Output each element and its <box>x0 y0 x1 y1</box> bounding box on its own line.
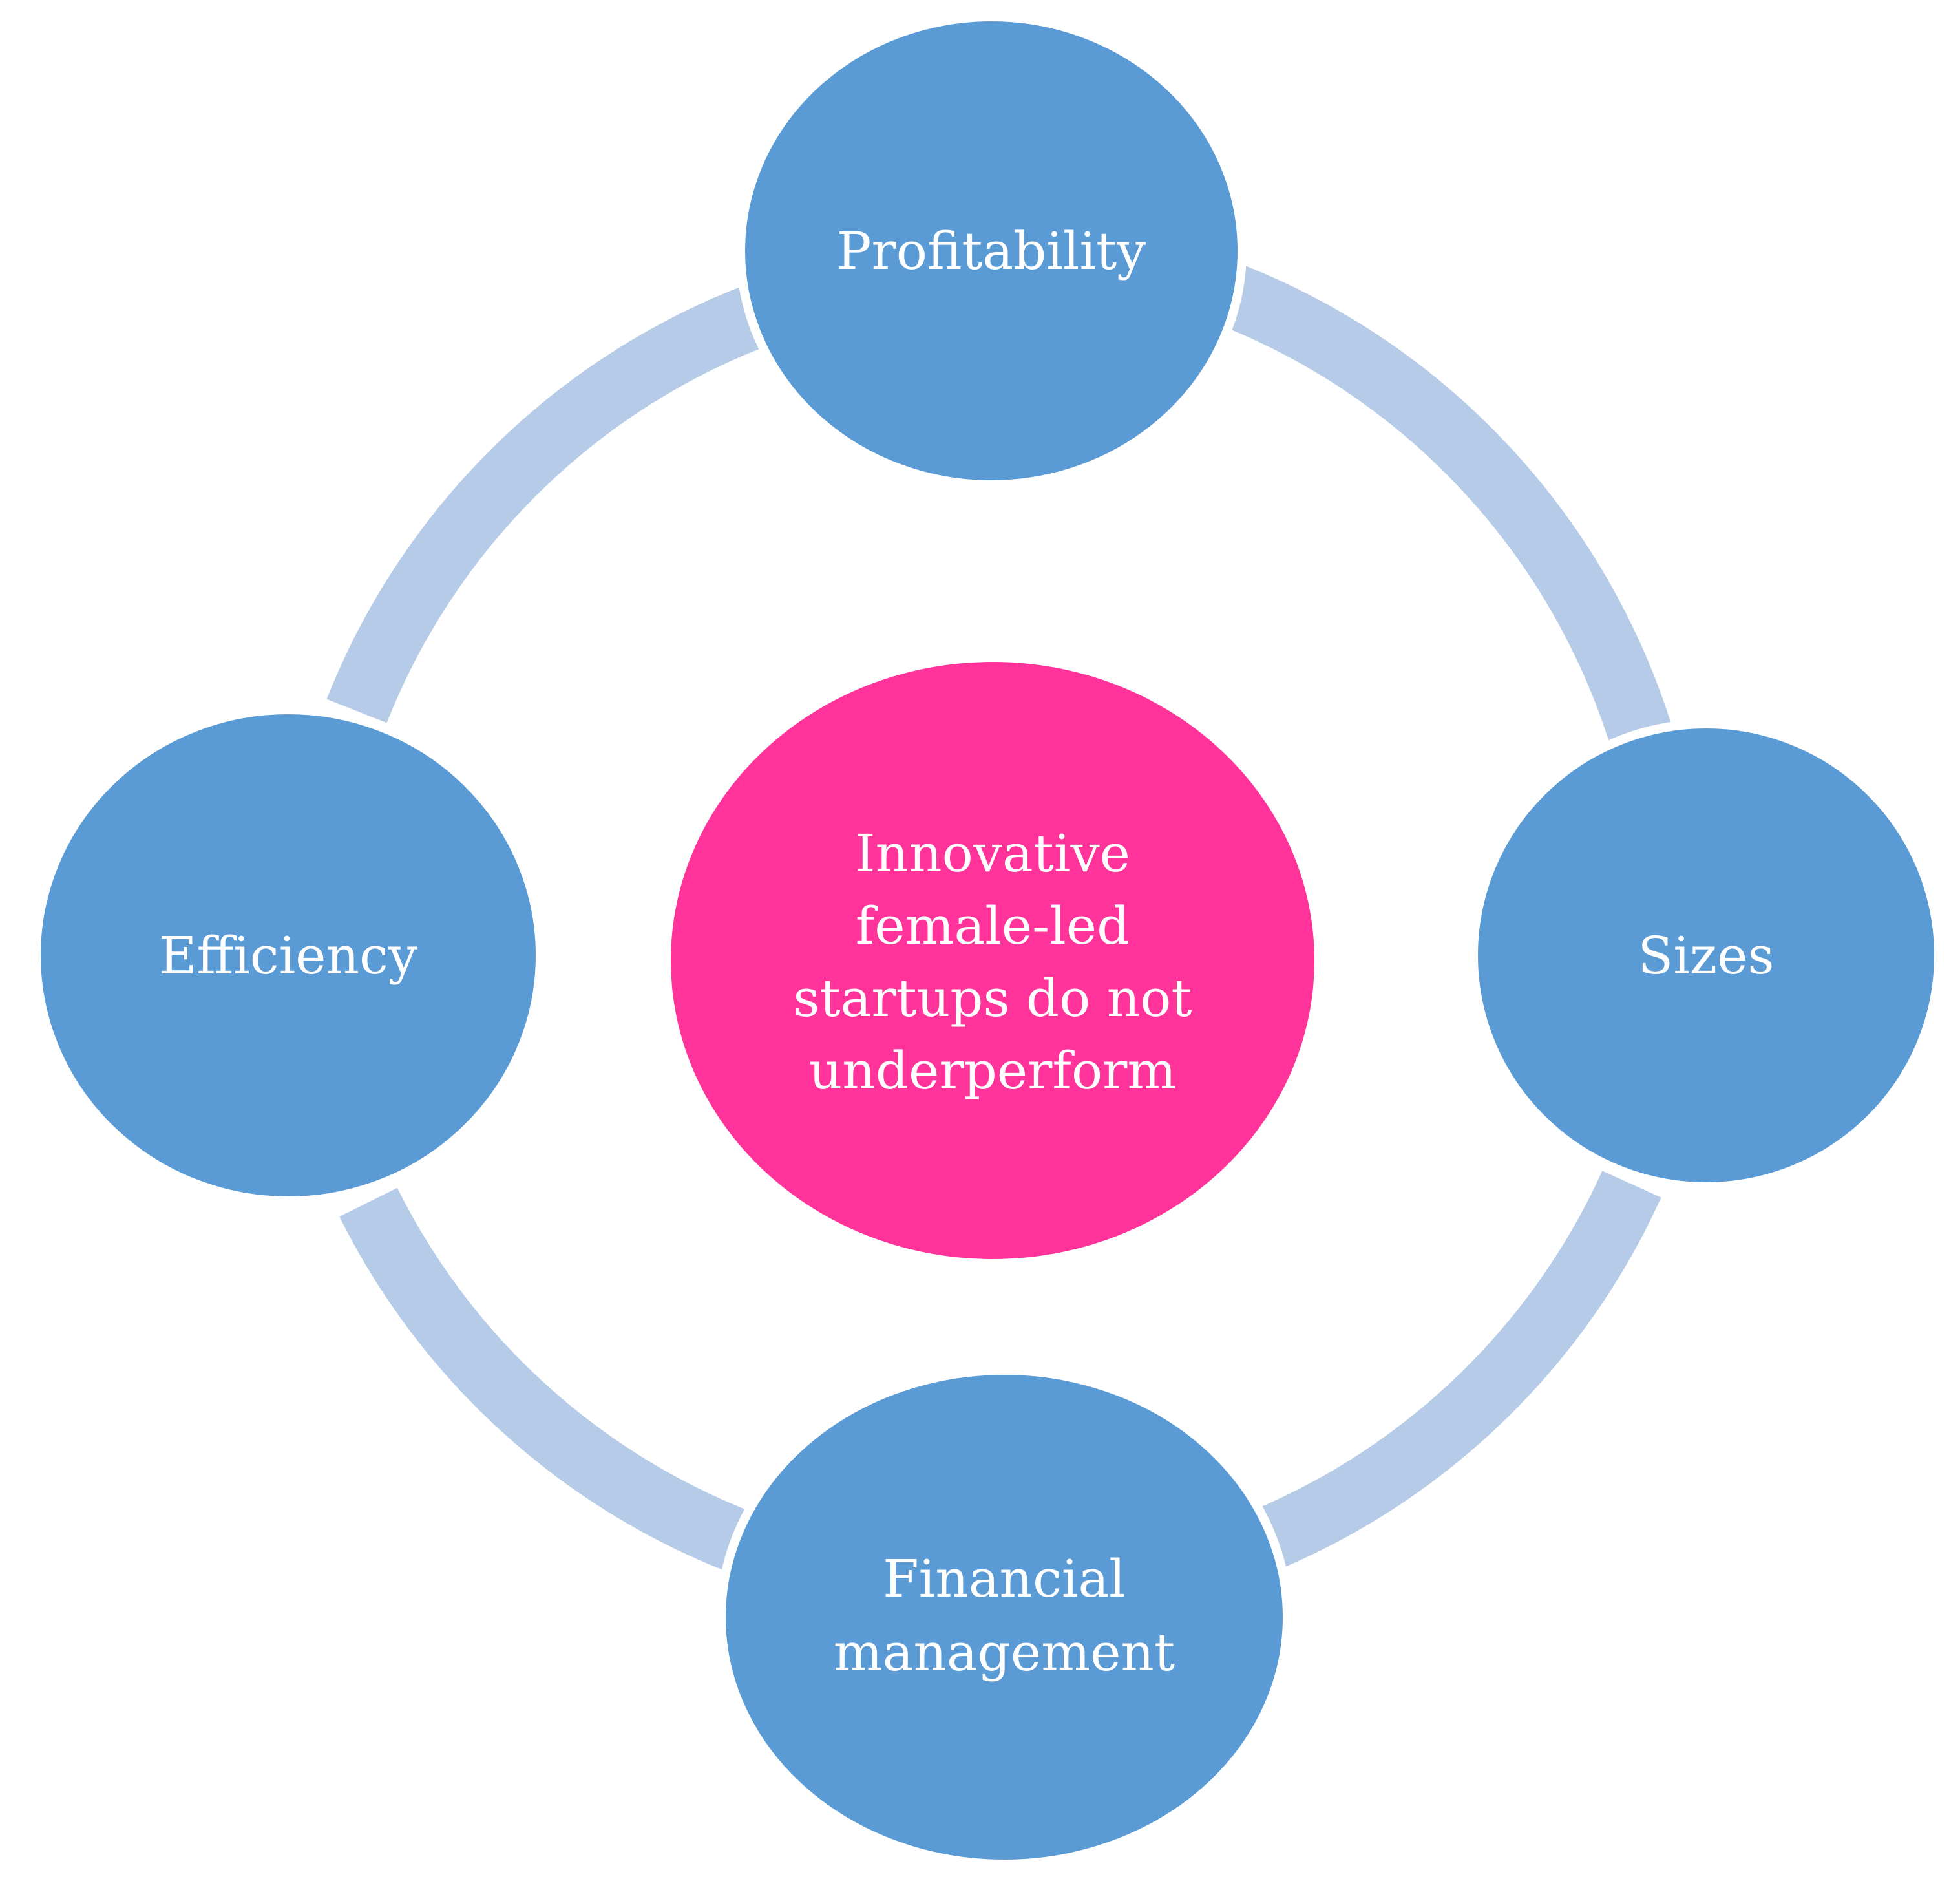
center-label-line-4: underperform <box>809 1041 1177 1101</box>
node-top-label: Profitability <box>837 221 1146 281</box>
center-label-line-1: Innovative <box>855 823 1130 884</box>
center-label-line-3: startups do not <box>793 968 1192 1028</box>
node-left-label: Efficiency <box>159 926 417 986</box>
ring-segment-right-bottom <box>1254 1171 1661 1570</box>
node-left-circle <box>32 705 545 1205</box>
node-bottom: Financial management <box>717 1366 1292 1869</box>
node-top: Profitability <box>736 12 1247 489</box>
center-label-line-2: female-led <box>856 896 1130 956</box>
center-node-circle <box>671 662 1314 1259</box>
node-right-circle <box>1469 719 1943 1191</box>
node-bottom-circle <box>717 1366 1292 1869</box>
node-right: Sizes <box>1469 719 1943 1191</box>
node-bottom-label-line-2: management <box>834 1622 1175 1683</box>
ring-segment-top-right <box>1222 266 1672 747</box>
node-top-circle <box>736 12 1247 489</box>
ring-connectors <box>326 266 1672 1570</box>
center-node: Innovative female-led startups do not un… <box>671 662 1314 1259</box>
node-right-label: Sizes <box>1638 926 1775 986</box>
ring-segment-left-top <box>326 286 765 723</box>
node-bottom-label-line-1: Financial <box>883 1549 1126 1609</box>
node-left: Efficiency <box>32 705 545 1205</box>
ring-segment-bottom-left <box>339 1187 746 1570</box>
